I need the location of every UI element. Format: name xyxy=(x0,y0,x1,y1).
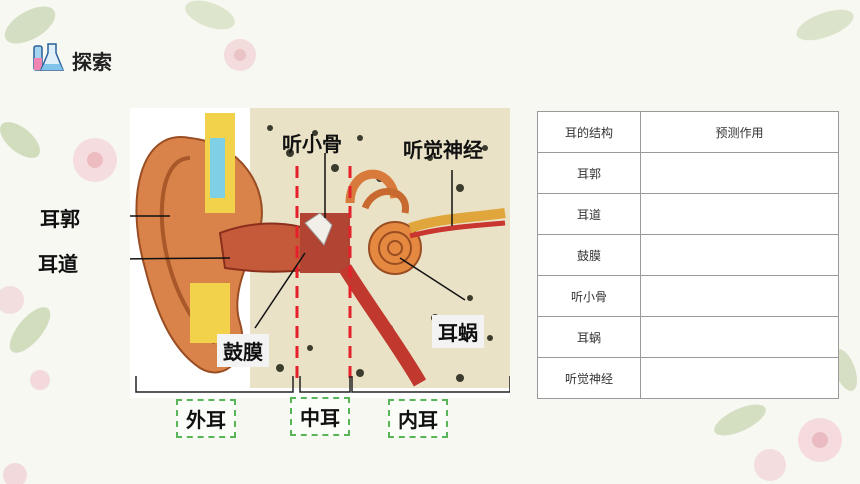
table-cell-function[interactable] xyxy=(640,152,839,194)
table-row: 耳郭 xyxy=(537,152,839,194)
ear-anatomy-diagram xyxy=(95,108,511,398)
region-outer-ear: 外耳 xyxy=(176,399,236,438)
ear-illustration xyxy=(95,108,511,393)
table-row: 耳蜗 xyxy=(537,316,839,358)
label-auricle: 耳郭 xyxy=(40,207,80,231)
table-cell-structure: 听小骨 xyxy=(537,275,641,317)
label-cochlea: 耳蜗 xyxy=(432,315,484,348)
table-cell-structure: 耳道 xyxy=(537,193,641,235)
label-ossicles: 听小骨 xyxy=(282,132,342,156)
flask-icon xyxy=(30,40,66,80)
table-row: 听小骨 xyxy=(537,275,839,317)
table-row: 耳道 xyxy=(537,193,839,235)
table-cell-function[interactable] xyxy=(640,193,839,235)
label-auditory-nerve: 听觉神经 xyxy=(403,138,483,162)
ear-structure-table: 耳的结构 预测作用 耳郭 耳道 鼓膜 听小骨 耳蜗 听觉神经 xyxy=(537,111,839,399)
region-inner-ear: 内耳 xyxy=(388,399,448,438)
table-header-structure: 耳的结构 xyxy=(537,111,641,153)
table-header-row: 耳的结构 预测作用 xyxy=(537,111,839,153)
section-header: 探索 xyxy=(30,40,112,80)
table-row: 听觉神经 xyxy=(537,357,839,399)
table-cell-structure: 鼓膜 xyxy=(537,234,641,276)
label-eardrum: 鼓膜 xyxy=(217,334,269,367)
table-cell-function[interactable] xyxy=(640,234,839,276)
table-cell-function[interactable] xyxy=(640,275,839,317)
table-cell-function[interactable] xyxy=(640,357,839,399)
label-ear-canal: 耳道 xyxy=(38,252,78,276)
table-cell-structure: 听觉神经 xyxy=(537,357,641,399)
table-cell-structure: 耳郭 xyxy=(537,152,641,194)
table-header-function: 预测作用 xyxy=(640,111,839,153)
region-middle-ear: 中耳 xyxy=(290,397,350,436)
section-title: 探索 xyxy=(72,49,112,74)
table-cell-function[interactable] xyxy=(640,316,839,358)
table-cell-structure: 耳蜗 xyxy=(537,316,641,358)
table-row: 鼓膜 xyxy=(537,234,839,276)
